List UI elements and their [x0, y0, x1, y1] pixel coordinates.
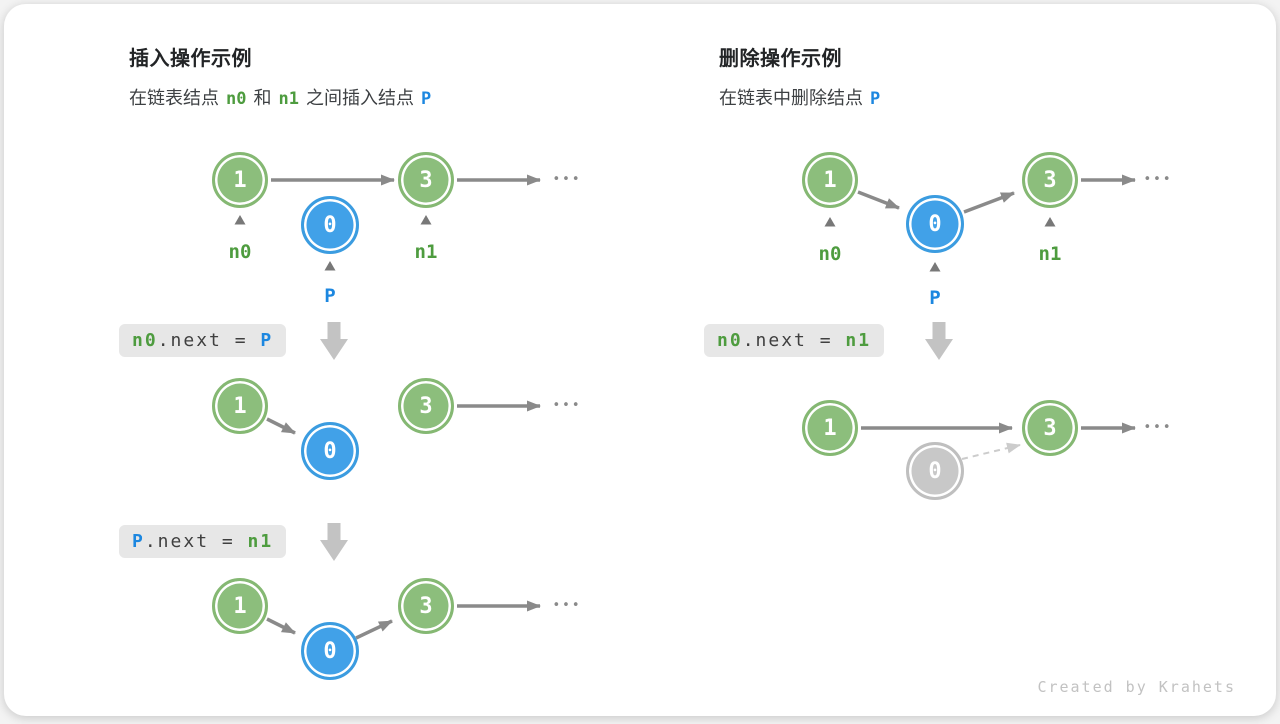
label-n1: n1	[396, 242, 456, 262]
code-lhs: n0	[717, 330, 743, 351]
arrow-line	[267, 419, 295, 433]
code-statement: n0.next = P	[119, 324, 286, 357]
node-value: 0	[323, 639, 336, 664]
node-value: 1	[233, 594, 246, 619]
node-1: 1	[212, 578, 268, 634]
ellipsis: •••	[1136, 418, 1180, 438]
node-1: 1	[802, 152, 858, 208]
label-n0: n0	[800, 244, 860, 264]
node-value: 0	[323, 439, 336, 464]
node-p: 0	[301, 422, 359, 480]
node-p: 0	[301, 622, 359, 680]
caret-up-icon	[930, 262, 941, 272]
token-p: P	[421, 89, 431, 109]
connector-layer	[4, 4, 1280, 724]
node-value: 0	[323, 213, 336, 238]
code-rhs: n1	[248, 531, 274, 552]
code-statement: P.next = n1	[119, 525, 286, 558]
node-p-removed: 0	[906, 442, 964, 500]
subtitle-text: 和	[253, 88, 271, 109]
token-n0: n0	[226, 89, 246, 109]
node-1: 1	[212, 152, 268, 208]
ellipsis: •••	[1136, 170, 1180, 190]
node-value: 1	[823, 168, 836, 193]
node-value: 1	[823, 416, 836, 441]
credit-text: Created by Krahets	[1037, 678, 1236, 696]
code-lhs: P	[132, 531, 145, 552]
code-rhs: n1	[845, 330, 871, 351]
delete-subtitle: 在链表中删除结点 P	[719, 84, 887, 110]
caret-up-icon	[325, 261, 336, 271]
label-p: P	[300, 286, 360, 306]
insert-title: 插入操作示例	[129, 42, 252, 71]
big-down-arrow-icon	[925, 322, 953, 360]
code-statement: n0.next = n1	[704, 324, 884, 357]
caret-up-icon	[1045, 217, 1056, 227]
caret-up-icon	[235, 215, 246, 225]
node-value: 1	[233, 394, 246, 419]
code-op: .next =	[145, 531, 248, 552]
ellipsis: •••	[545, 170, 589, 190]
code-op: .next =	[158, 330, 261, 351]
big-down-arrow-icon	[320, 523, 348, 561]
big-down-arrow-icon	[320, 322, 348, 360]
label-p: P	[905, 288, 965, 308]
node-value: 3	[419, 594, 432, 619]
node-value: 1	[233, 168, 246, 193]
node-p: 0	[906, 195, 964, 253]
arrow-line	[858, 192, 899, 208]
dashed-arrow-line	[962, 445, 1020, 459]
node-1: 1	[212, 378, 268, 434]
code-lhs: n0	[132, 330, 158, 351]
node-value: 0	[928, 212, 941, 237]
arrow-line	[356, 621, 392, 638]
caret-up-icon	[825, 217, 836, 227]
node-3: 3	[1022, 400, 1078, 456]
token-p: P	[870, 89, 880, 109]
node-value: 3	[1043, 168, 1056, 193]
label-n0: n0	[210, 242, 270, 262]
token-n1: n1	[278, 89, 298, 109]
arrow-line	[964, 193, 1014, 212]
code-op: .next =	[743, 330, 846, 351]
node-3: 3	[398, 378, 454, 434]
label-n1: n1	[1020, 244, 1080, 264]
subtitle-text: 之间插入结点	[306, 88, 414, 109]
node-p: 0	[301, 196, 359, 254]
subtitle-text: 在链表结点	[129, 88, 219, 109]
node-value: 3	[419, 394, 432, 419]
ellipsis: •••	[545, 596, 589, 616]
node-3: 3	[1022, 152, 1078, 208]
node-value: 3	[1043, 416, 1056, 441]
node-3: 3	[398, 152, 454, 208]
node-value: 0	[928, 459, 941, 484]
caret-up-icon	[421, 215, 432, 225]
insert-subtitle: 在链表结点 n0 和 n1 之间插入结点 P	[129, 84, 438, 110]
subtitle-text: 在链表中删除结点	[719, 88, 863, 109]
diagram-canvas: 插入操作示例 在链表结点 n0 和 n1 之间插入结点 P 1 3 0 n0 n1 P •…	[4, 4, 1276, 716]
delete-title: 删除操作示例	[719, 42, 842, 71]
node-value: 3	[419, 168, 432, 193]
arrow-line	[267, 619, 295, 633]
node-3: 3	[398, 578, 454, 634]
node-1: 1	[802, 400, 858, 456]
code-rhs: P	[260, 330, 273, 351]
ellipsis: •••	[545, 396, 589, 416]
